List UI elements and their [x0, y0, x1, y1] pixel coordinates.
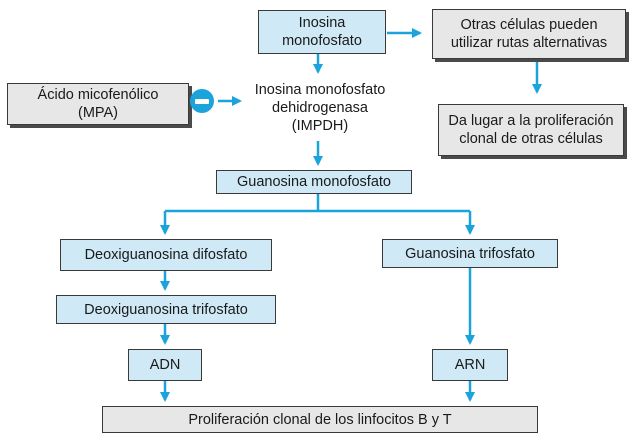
- node-acido-micofenolico-line1: Ácido micofenólico: [37, 87, 159, 103]
- inhibition-minus-icon: [190, 89, 214, 113]
- node-arn: ARN: [432, 349, 508, 381]
- node-guanosina-trifosfato: Guanosina trifosfato: [382, 239, 558, 268]
- node-proliferacion-otras-line1: Da lugar a la proliferación: [448, 113, 614, 129]
- node-inosina-monofosfato-line1: Inosina: [298, 15, 346, 31]
- node-adn: ADN: [128, 349, 202, 381]
- node-proliferacion-otras-celulas: Da lugar a la proliferación clonal de ot…: [438, 104, 624, 156]
- node-acido-micofenolico: Ácido micofenólico (MPA): [7, 83, 189, 125]
- node-guanosina-monofosfato-label: Guanosina monofosfato: [237, 174, 391, 190]
- node-inosina-monofosfato-line2: monofosfato: [282, 33, 362, 49]
- node-guanosina-monofosfato: Guanosina monofosfato: [216, 170, 412, 194]
- node-deoxiguanosina-difosfato: Deoxiguanosina difosfato: [60, 239, 272, 271]
- node-otras-celulas: Otras células pueden utilizar rutas alte…: [432, 9, 626, 59]
- node-proliferacion-linfocitos-label: Proliferación clonal de los linfocitos B…: [188, 411, 452, 428]
- node-impdh-enzyme: Inosina monofosfato dehidrogenasa (IMPDH…: [242, 81, 398, 135]
- node-acido-micofenolico-line2: (MPA): [77, 105, 118, 121]
- node-impdh-line2: dehidrogenasa: [272, 100, 368, 116]
- node-arn-label: ARN: [454, 357, 486, 373]
- node-deoxiguanosina-trifosfato-label: Deoxiguanosina trifosfato: [84, 301, 248, 318]
- node-otras-celulas-line1: Otras células pueden: [460, 17, 598, 33]
- node-otras-celulas-line2: utilizar rutas alternativas: [450, 35, 608, 51]
- node-guanosina-trifosfato-label: Guanosina trifosfato: [405, 245, 535, 262]
- node-impdh-line1: Inosina monofosfato: [254, 82, 386, 98]
- node-adn-label: ADN: [149, 357, 181, 373]
- node-inosina-monofosfato: Inosina monofosfato: [258, 10, 386, 54]
- node-impdh-line3: (IMPDH): [291, 118, 349, 134]
- node-deoxiguanosina-trifosfato: Deoxiguanosina trifosfato: [56, 295, 276, 324]
- node-proliferacion-linfocitos: Proliferación clonal de los linfocitos B…: [102, 406, 538, 433]
- node-deoxiguanosina-difosfato-label: Deoxiguanosina difosfato: [84, 247, 248, 263]
- node-proliferacion-otras-line2: clonal de otras células: [459, 131, 603, 147]
